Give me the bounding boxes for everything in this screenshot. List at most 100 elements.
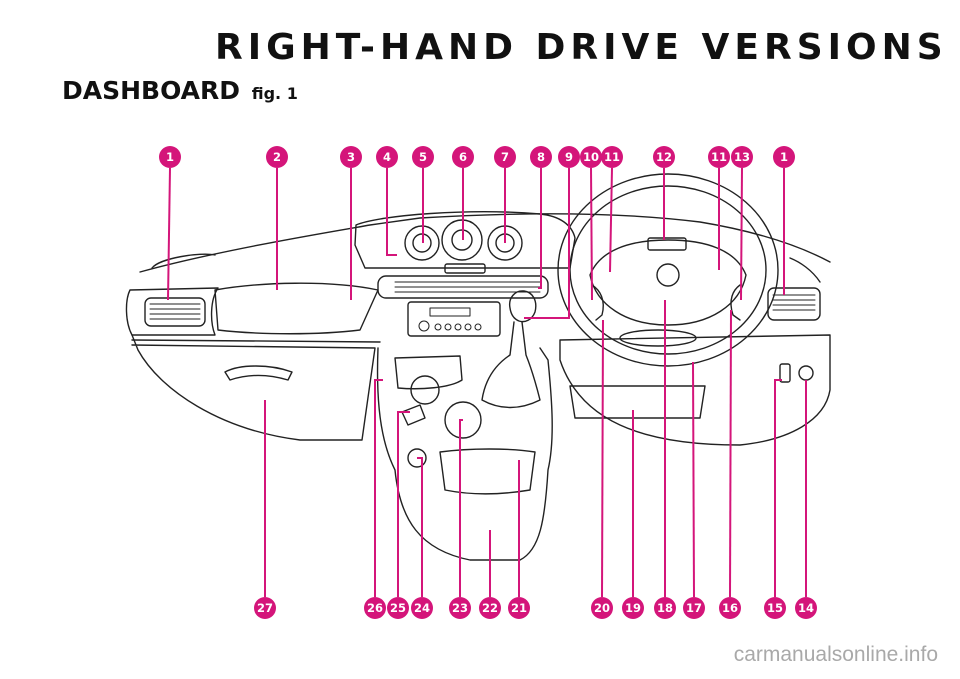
callout-number-top-6: 7 (501, 150, 509, 164)
steering-wheel-rim (557, 173, 779, 367)
mirror-control (798, 365, 814, 381)
gear-boot (481, 321, 541, 409)
switch-button (401, 404, 426, 426)
callout-line-top-9 (590, 167, 593, 301)
callout-marker-bottom-2 (387, 597, 409, 619)
callout-number-top-2: 3 (347, 150, 355, 164)
callout-number-top-8: 9 (565, 150, 573, 164)
callout-number-top-13: 13 (734, 150, 750, 164)
callout-number-top-1: 2 (273, 150, 281, 164)
callout-line-top-7 (538, 168, 542, 289)
callout-marker-bottom-0 (254, 597, 276, 619)
callout-line-bottom-1 (374, 379, 383, 597)
callout-line-top-13 (740, 167, 743, 301)
driver-lower-dash (559, 334, 831, 446)
headlight-switch (779, 363, 791, 383)
watermark: carmanualsonline.info (733, 643, 938, 666)
callout-marker-bottom-5 (479, 597, 501, 619)
callout-line-bottom-4 (459, 419, 463, 597)
callout-line-bottom-11 (729, 309, 732, 598)
callout-number-bottom-9: 18 (657, 601, 673, 615)
callout-number-top-14: 1 (780, 150, 788, 164)
left-air-vent (144, 297, 206, 327)
figure-label: fig. 1 (251, 84, 298, 103)
callout-number-top-9: 10 (583, 150, 599, 164)
callout-marker-top-2 (340, 146, 362, 168)
display-panel (444, 263, 486, 274)
callout-line-top-10 (609, 167, 613, 273)
callout-line-bottom-3 (417, 457, 423, 597)
callout-marker-bottom-8 (622, 597, 644, 619)
callout-number-top-3: 4 (383, 150, 391, 164)
callout-marker-top-9 (580, 146, 602, 168)
callout-line-bottom-12 (774, 379, 782, 597)
callout-marker-top-14 (773, 146, 795, 168)
callout-marker-top-13 (731, 146, 753, 168)
glove-box (131, 334, 376, 441)
steering-wheel-hub (589, 239, 747, 326)
callout-number-top-7: 8 (537, 150, 545, 164)
callout-marker-bottom-6 (508, 597, 530, 619)
callout-marker-top-6 (494, 146, 516, 168)
left-vent-panel (125, 287, 219, 336)
right-stalk (730, 284, 741, 321)
callout-number-bottom-7: 20 (594, 601, 610, 615)
callout-marker-top-7 (530, 146, 552, 168)
callout-number-bottom-13: 14 (798, 601, 814, 615)
dash-display (647, 237, 687, 251)
callout-number-bottom-0: 27 (257, 601, 273, 615)
callout-number-bottom-5: 22 (482, 601, 498, 615)
cigar-lighter (407, 448, 427, 468)
dashboard-drawing (125, 173, 831, 561)
dash-top-edge (139, 213, 831, 273)
left-stalk (591, 284, 604, 321)
callout-number-bottom-12: 15 (767, 601, 783, 615)
callout-number-top-4: 5 (419, 150, 427, 164)
callout-line-top-8 (524, 168, 570, 319)
glove-box-handle (224, 365, 293, 381)
callout-marker-bottom-4 (449, 597, 471, 619)
callout-number-top-0: 1 (166, 150, 174, 164)
right-air-vent (767, 287, 821, 321)
callout-number-top-11: 12 (656, 150, 672, 164)
callout-marker-top-11 (653, 146, 675, 168)
driver-storage-tray (569, 385, 706, 419)
callout-line-bottom-10 (692, 361, 695, 598)
callout-marker-bottom-9 (654, 597, 676, 619)
steering-column (619, 329, 697, 347)
callout-number-bottom-10: 17 (686, 601, 702, 615)
callout-marker-bottom-13 (795, 597, 817, 619)
callout-marker-top-1 (266, 146, 288, 168)
callout-marker-bottom-12 (764, 597, 786, 619)
callout-number-bottom-4: 23 (452, 601, 468, 615)
callout-marker-bottom-10 (683, 597, 705, 619)
callout-marker-top-5 (452, 146, 474, 168)
callout-number-bottom-2: 25 (390, 601, 406, 615)
callout-marker-top-0 (159, 146, 181, 168)
page-heading: RIGHT-HAND DRIVE VERSIONS (215, 30, 948, 60)
radio-unit (407, 301, 501, 337)
callout-number-bottom-1: 26 (367, 601, 383, 615)
console-dial (444, 401, 482, 439)
callout-marker-top-4 (412, 146, 434, 168)
callout-marker-bottom-1 (364, 597, 386, 619)
gear-knob (508, 290, 537, 323)
storage-compartment (439, 448, 536, 495)
heater-knob (410, 375, 440, 405)
callout-number-bottom-8: 19 (625, 601, 641, 615)
callout-marker-top-3 (376, 146, 398, 168)
center-vents (377, 275, 549, 299)
callout-marker-top-10 (601, 146, 623, 168)
callout-marker-top-8 (558, 146, 580, 168)
callout-line-bottom-7 (601, 319, 604, 598)
callout-number-bottom-3: 24 (414, 601, 430, 615)
callout-marker-bottom-7 (591, 597, 613, 619)
callout-number-bottom-11: 16 (722, 601, 738, 615)
passenger-airbag-panel (214, 282, 379, 335)
callout-marker-top-12 (708, 146, 730, 168)
callout-marker-bottom-11 (719, 597, 741, 619)
callout-line-top-3 (386, 168, 397, 256)
instrument-binnacle (354, 211, 576, 269)
